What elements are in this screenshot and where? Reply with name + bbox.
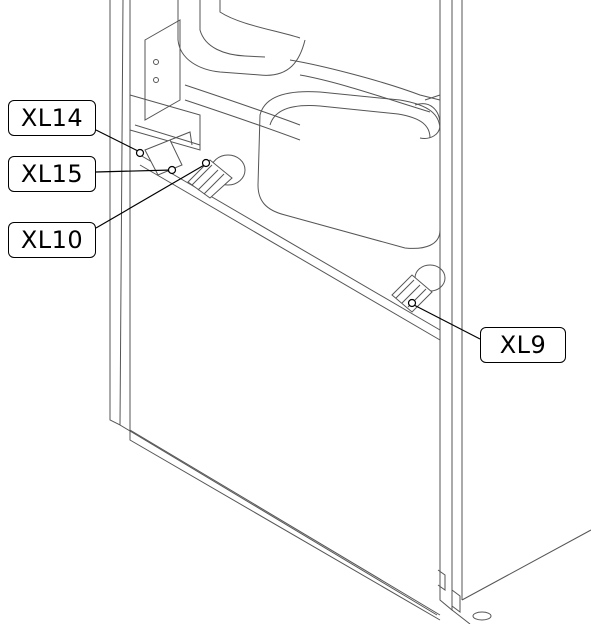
cabinet-bottom-edge xyxy=(120,425,437,615)
floor-right-edge xyxy=(462,530,591,600)
leader-xl9 xyxy=(412,304,480,339)
tank-rim xyxy=(270,106,430,138)
label-xl10: XL10 xyxy=(8,222,96,258)
label-xl15: XL15 xyxy=(8,156,96,192)
cabinet-right-rail xyxy=(440,0,452,610)
upper-pipe-left-inner xyxy=(200,0,265,57)
pipe-bundle-2 xyxy=(185,100,300,140)
mounting-bracket xyxy=(145,20,180,120)
front-panel-top-edge xyxy=(140,155,440,330)
bracket-hole-1 xyxy=(154,60,159,65)
pipe-panel xyxy=(130,95,200,150)
tank-body xyxy=(258,92,440,249)
cabinet-left-rail xyxy=(110,0,123,425)
leader-xl10-dot xyxy=(203,160,210,167)
xl10-coupling xyxy=(188,160,232,198)
xl15-pipe xyxy=(170,132,192,145)
lower-hinge xyxy=(438,570,445,590)
leader-xl10 xyxy=(96,164,206,228)
leader-xl15-dot xyxy=(169,167,176,174)
xl10-thread xyxy=(192,165,224,194)
cabinet-base-edge xyxy=(130,430,440,620)
upper-pipe-top xyxy=(220,0,300,38)
front-panel-top-edge-inner xyxy=(140,165,440,340)
pipe-panel-edge xyxy=(135,125,200,145)
label-xl9: XL9 xyxy=(480,327,566,363)
lower-hinge-right xyxy=(452,590,460,612)
bracket-hole-2 xyxy=(154,78,159,83)
front-panel-left xyxy=(130,180,440,615)
cabinet-foot-edge xyxy=(452,610,470,624)
top-right-fitting xyxy=(415,104,440,139)
label-xl14: XL14 xyxy=(8,100,96,136)
top-right-fitting-edge xyxy=(425,95,440,100)
pipe-bundle-1 xyxy=(185,85,300,125)
leader-xl14 xyxy=(96,130,140,152)
leader-xl9-dot xyxy=(409,300,416,307)
upper-pipe-right xyxy=(290,60,440,100)
adjustable-foot xyxy=(473,612,491,620)
upper-pipe-left xyxy=(178,0,305,75)
leader-xl15 xyxy=(96,170,172,172)
upper-pipe-right-inner xyxy=(300,75,430,112)
leader-xl14-dot xyxy=(137,150,144,157)
